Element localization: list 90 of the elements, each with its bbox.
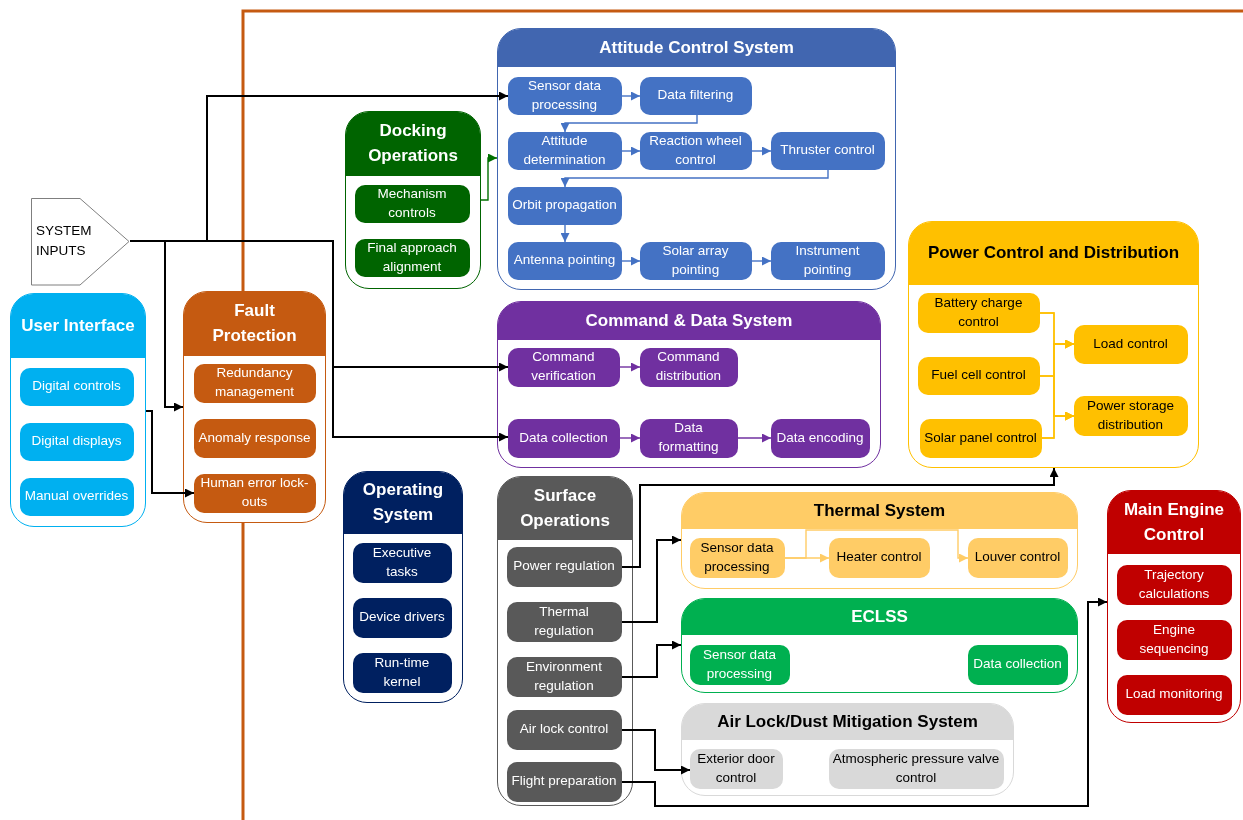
process-box: Trajectory calculations	[1116, 564, 1232, 605]
process-box: Orbit propagation	[507, 186, 622, 225]
group-panel	[497, 28, 896, 290]
process-box: Heater control	[828, 537, 930, 578]
process-box: Environment regulation	[506, 656, 622, 697]
process-box: Solar panel control	[919, 418, 1042, 458]
connector-arrow	[619, 362, 641, 372]
process-box: Thruster control	[770, 131, 885, 170]
panel-header: User Interface	[11, 294, 145, 358]
input-label: SYSTEM INPUTS	[36, 222, 93, 260]
group-panel	[908, 221, 1199, 468]
connector-arrow	[737, 433, 772, 443]
process-box: Load monitoring	[1116, 674, 1232, 715]
process-box: Command verification	[507, 347, 620, 387]
connector-arrow	[1041, 411, 1075, 439]
panel-header: Command & Data System	[498, 302, 880, 340]
connector-arrow	[621, 256, 641, 266]
connector-arrow	[480, 153, 498, 201]
process-box: Digital displays	[19, 422, 134, 461]
process-box: Louver control	[967, 537, 1068, 578]
process-box: Redundancy management	[193, 363, 316, 403]
process-box: Engine sequencing	[1116, 619, 1232, 660]
connector-arrow	[560, 169, 829, 188]
process-box: Final approach alignment	[354, 238, 470, 277]
process-box: Data encoding	[770, 418, 870, 458]
connector-arrow	[560, 224, 570, 243]
connector-arrow	[621, 467, 1059, 568]
panel-header: Attitude Control System	[498, 29, 895, 67]
group-panel	[497, 301, 881, 468]
panel-header: Operating System	[344, 472, 462, 534]
process-box: Sensor data processing	[689, 537, 785, 578]
group-panel	[681, 492, 1078, 589]
process-box: Digital controls	[19, 367, 134, 406]
panel-header: Thermal System	[682, 493, 1077, 529]
process-box: Battery charge control	[917, 292, 1040, 333]
panel-header: Air Lock/Dust Mitigation System	[682, 704, 1013, 740]
panel-header: Fault Protection	[184, 292, 325, 356]
process-box: Reaction wheel control	[639, 131, 752, 170]
process-box: Data formatting	[639, 418, 738, 458]
process-box: Executive tasks	[352, 542, 452, 583]
connector-arrow	[621, 640, 682, 678]
group-panel	[681, 703, 1014, 796]
panel-header: Surface Operations	[498, 477, 632, 540]
connector-arrow	[621, 729, 691, 775]
panel-header: Main Engine Control	[1108, 491, 1240, 554]
process-box: Run-time kernel	[352, 652, 452, 693]
process-box: Human error lock-outs	[193, 473, 316, 513]
process-box: Data collection	[507, 418, 620, 458]
process-box: Data filtering	[639, 76, 752, 115]
group-panel	[1107, 490, 1241, 723]
connector-arrow	[621, 535, 682, 623]
process-box: Command distribution	[639, 347, 738, 387]
connector-arrow	[751, 146, 772, 156]
process-box: Solar array pointing	[639, 241, 752, 280]
process-box: Instrument pointing	[770, 241, 885, 280]
group-panel	[10, 293, 146, 527]
group-panel	[343, 471, 463, 703]
panel-header: Docking Operations	[346, 112, 480, 176]
group-panel	[681, 598, 1078, 693]
process-box: Power regulation	[506, 546, 622, 587]
process-box: Fuel cell control	[917, 356, 1040, 395]
panel-header: ECLSS	[682, 599, 1077, 635]
group-panel	[497, 476, 633, 806]
process-box: Flight preparation	[506, 761, 622, 802]
process-box: Data collection	[967, 644, 1068, 685]
connector-arrow	[621, 146, 641, 156]
process-box: Mechanism controls	[354, 184, 470, 223]
connector-arrow	[560, 114, 698, 133]
group-panel	[183, 291, 326, 523]
connector-arrow	[751, 256, 772, 266]
process-box: Antenna pointing	[507, 241, 622, 280]
process-box: Atmospheric pressure valve control	[828, 748, 1004, 789]
connector-arrow	[621, 597, 1108, 807]
process-box: Device drivers	[352, 597, 452, 638]
panel-header: Power Control and Distribution	[909, 222, 1198, 285]
process-box: Manual overrides	[19, 477, 134, 516]
connector-arrow	[619, 433, 641, 443]
process-box: Attitude determination	[507, 131, 622, 170]
connector-arrow	[145, 410, 195, 498]
connector-arrow	[784, 529, 969, 563]
process-box: Thermal regulation	[506, 601, 622, 642]
connector-arrow	[621, 91, 641, 101]
process-box: Sensor data processing	[507, 76, 622, 115]
process-box: Exterior door control	[689, 748, 783, 789]
process-box: Anomaly response	[193, 418, 316, 458]
group-panel	[345, 111, 481, 289]
process-box: Sensor data processing	[689, 644, 790, 685]
process-box: Power storage distribution	[1073, 395, 1188, 436]
process-box: Load control	[1073, 324, 1188, 364]
process-box: Air lock control	[506, 709, 622, 750]
